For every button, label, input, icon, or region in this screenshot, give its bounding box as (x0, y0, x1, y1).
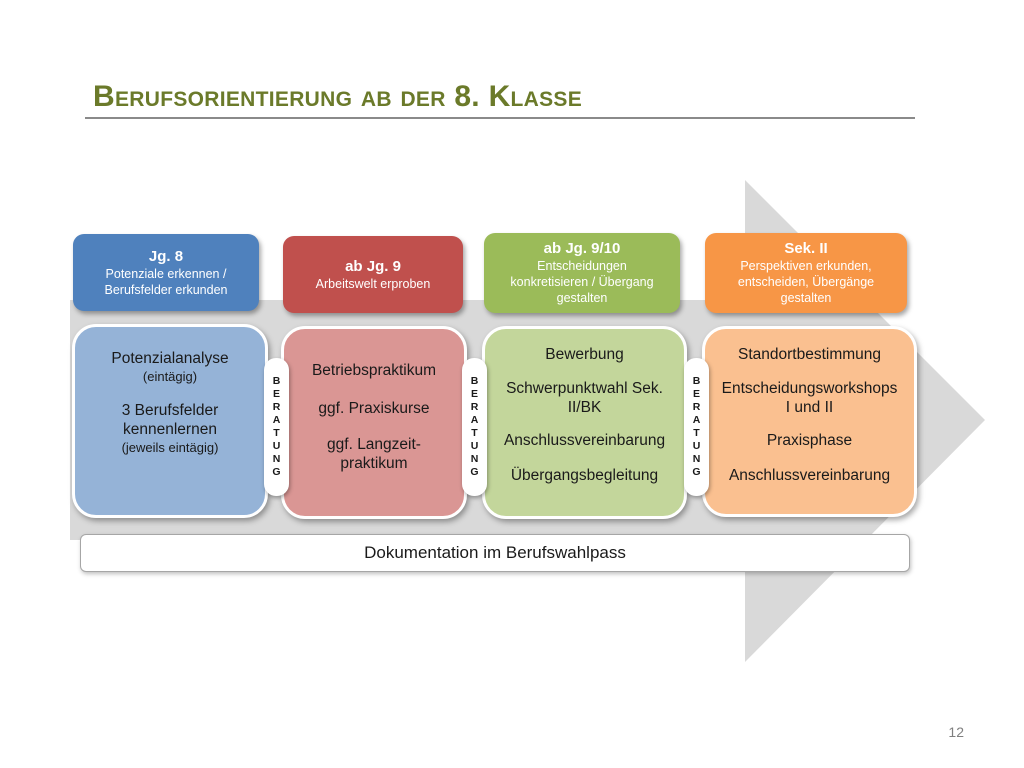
stage-2-content: Betriebspraktikum ggf. Praxiskurse ggf. … (281, 326, 467, 519)
beratung-letter: G (470, 466, 479, 478)
beratung-letter: R (470, 401, 479, 413)
stage-4-content: Standortbestimmung Entscheidungsworkshop… (702, 326, 917, 517)
stage-2-item-c-line-1: ggf. Langzeit- (327, 436, 421, 453)
stage-1-subtitle-line-1: Potenziale erkennen / (105, 266, 227, 281)
stage-4-subtitle-line-1: Perspektiven erkunden, (740, 259, 872, 273)
beratung-letter: R (692, 401, 701, 413)
stage-3-item-d: Übergangsbegleitung (510, 467, 659, 484)
stage-2-item-c-line-2: praktikum (340, 455, 408, 472)
beratung-letter: B (470, 375, 479, 387)
stage-3-title: ab Jg. 9/10 (543, 240, 621, 257)
stage-1-content: Potenzialanalyse (eintägig) 3 Berufsfeld… (72, 324, 268, 518)
stage-2-subtitle-line-1: Arbeitswelt erproben (315, 276, 431, 291)
stage-3-item-a: Bewerbung (545, 346, 624, 363)
stage-3-item-c: Anschlussvereinbarung (503, 432, 666, 449)
title-underline (85, 117, 915, 119)
beratung-pill: B E R A T U N G (684, 358, 709, 496)
beratung-letter: T (273, 427, 280, 439)
stage-1-item-b-note: (jeweils eintägig) (121, 440, 219, 455)
beratung-letter: A (470, 414, 479, 426)
stage-4-item-b-line-2: I und II (785, 399, 834, 416)
stage-2-title: ab Jg. 9 (345, 257, 401, 275)
stage-3-item-b-line-2: II/BK (567, 399, 602, 416)
stage-1-item-a-note: (eintägig) (142, 369, 198, 384)
beratung-letter: N (272, 453, 281, 465)
stage-1-item-a: Potenzialanalyse (111, 350, 229, 367)
beratung-letter: N (470, 453, 479, 465)
stage-2-item-a: Betriebspraktikum (311, 362, 437, 379)
beratung-letter: N (692, 453, 701, 465)
beratung-pill: B E R A T U N G (462, 358, 487, 496)
slide-title: Berufsorientierung ab der 8. Klasse (93, 80, 583, 113)
documentation-label: Dokumentation im Berufswahlpass (364, 543, 626, 562)
stage-3-content: Bewerbung Schwerpunktwahl Sek. II/BK Ans… (482, 326, 687, 519)
beratung-letter: G (272, 466, 281, 478)
page-number: 12 (948, 724, 964, 740)
stage-4-subtitle-line-2: entscheiden, Übergänge (737, 275, 875, 289)
stage-1-item-b-line-2: kennenlernen (123, 421, 217, 438)
beratung-letter: A (692, 414, 701, 426)
beratung-letter: T (693, 427, 700, 439)
stage-3-subtitle-line-2: konkretisieren / Übergang (510, 275, 654, 289)
stage-3-subtitle-line-3: gestalten (556, 291, 608, 305)
stage-4-header: Sek. II Perspektiven erkunden, entscheid… (705, 233, 907, 313)
stage-3-item-b-line-1: Schwerpunktwahl Sek. (506, 380, 663, 397)
stage-1-title: Jg. 8 (148, 247, 184, 265)
documentation-bar: Dokumentation im Berufswahlpass (80, 534, 910, 572)
stage-4-title: Sek. II (784, 240, 828, 257)
beratung-letter: B (272, 375, 281, 387)
stage-4-item-a: Standortbestimmung (737, 346, 882, 363)
stage-1-item-b-line-1: 3 Berufsfelder (121, 402, 219, 419)
beratung-letter: E (692, 388, 700, 400)
stage-4-item-c: Praxisphase (766, 432, 853, 449)
stage-4-subtitle-line-3: gestalten (780, 291, 832, 305)
stage-3-subtitle-line-1: Entscheidungen (537, 259, 627, 273)
beratung-letter: G (692, 466, 701, 478)
stage-4-item-b-line-1: Entscheidungsworkshops (721, 380, 898, 397)
beratung-pill: B E R A T U N G (264, 358, 289, 496)
stage-4-item-d: Anschlussvereinbarung (728, 467, 891, 484)
beratung-letter: U (692, 440, 701, 452)
stage-3-header: ab Jg. 9/10 Entscheidungen konkretisiere… (484, 233, 680, 313)
beratung-letter: B (692, 375, 701, 387)
beratung-letter: E (470, 388, 478, 400)
stage-1-header: Jg. 8 Potenziale erkennen / Berufsfelder… (73, 234, 259, 311)
stage-2-item-b: ggf. Praxiskurse (318, 400, 430, 417)
beratung-letter: U (272, 440, 281, 452)
stage-2-header: ab Jg. 9 Arbeitswelt erproben (283, 236, 463, 313)
beratung-letter: R (272, 401, 281, 413)
stage-1-subtitle-line-2: Berufsfelder erkunden (104, 282, 228, 297)
beratung-letter: T (471, 427, 478, 439)
beratung-letter: E (272, 388, 280, 400)
beratung-letter: U (470, 440, 479, 452)
beratung-letter: A (272, 414, 281, 426)
